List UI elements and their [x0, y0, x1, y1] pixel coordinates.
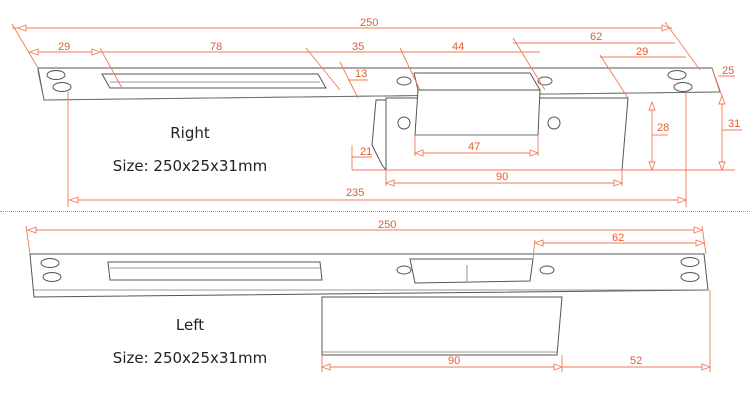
- svg-text:44: 44: [452, 41, 464, 53]
- right-dimension-lines: [11, 21, 742, 207]
- svg-text:29: 29: [636, 46, 648, 58]
- svg-text:62: 62: [590, 31, 602, 43]
- svg-text:250: 250: [360, 17, 378, 29]
- left-title: Left: [175, 316, 205, 334]
- svg-text:25: 25: [722, 65, 734, 77]
- svg-text:78: 78: [210, 41, 222, 53]
- svg-text:29: 29: [58, 41, 70, 53]
- left-strike-body: [29, 253, 709, 356]
- svg-text:250: 250: [378, 219, 396, 231]
- svg-text:28: 28: [657, 122, 669, 134]
- section-divider: [0, 211, 750, 212]
- left-dimension-labels: 250 62 90 52: [378, 219, 642, 367]
- svg-text:47: 47: [468, 141, 480, 153]
- svg-text:235: 235: [346, 187, 364, 199]
- svg-text:13: 13: [355, 68, 367, 80]
- svg-text:21: 21: [360, 146, 372, 158]
- svg-text:52: 52: [630, 355, 642, 367]
- svg-text:35: 35: [352, 41, 364, 53]
- left-dimension-lines: [25, 225, 711, 372]
- left-size: Size: 250x25x31mm: [112, 349, 268, 367]
- svg-text:62: 62: [612, 232, 624, 244]
- svg-text:90: 90: [448, 355, 460, 367]
- right-size: Size: 250x25x31mm: [112, 157, 268, 175]
- right-dimension-labels: 250 29 78 35 44 62 29 13 25 28 31 21 47 …: [58, 17, 740, 199]
- svg-text:31: 31: [728, 118, 740, 130]
- right-strike-body: [37, 67, 721, 172]
- svg-text:90: 90: [496, 171, 508, 183]
- arrowheads: [16, 24, 726, 371]
- right-title: Right: [170, 124, 210, 142]
